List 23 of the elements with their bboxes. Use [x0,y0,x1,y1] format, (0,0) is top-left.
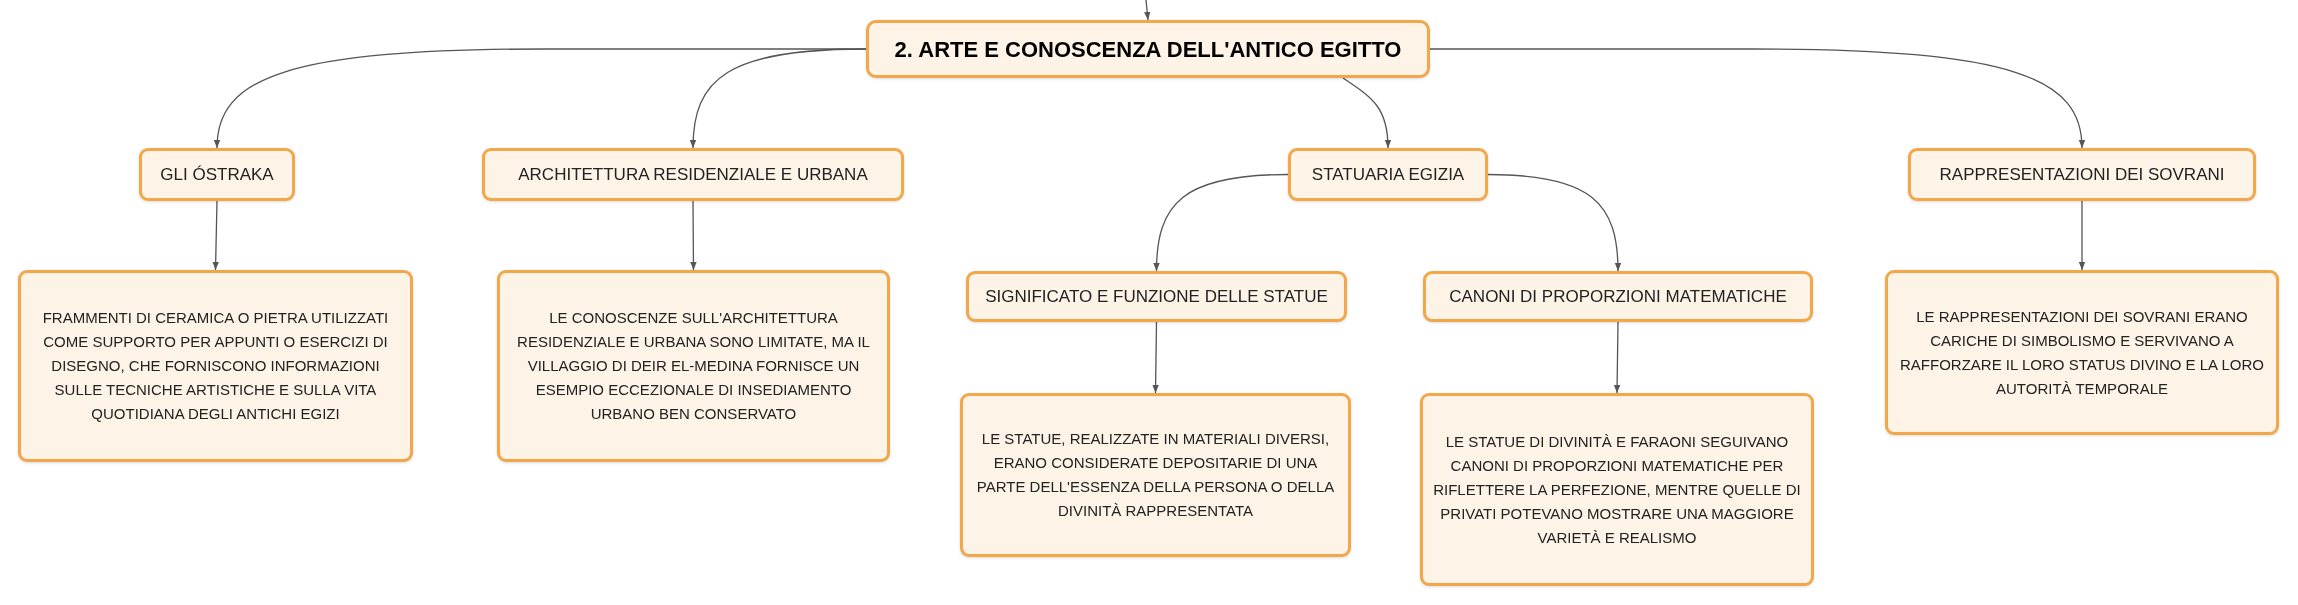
description-box: LE RAPPRESENTAZIONI DEI SOVRANI ERANO CARICHE DI SIMBOLISMO E SERVIVANO A RAFFORZARE IL LORO STATUS DIVINO E LA LORO AUTORITÀ TEMPORALE [1885,270,2279,435]
connector-line [1613,321,1621,394]
connector-line [1487,173,1621,272]
central-topic-box: 2. ARTE E CONOSCENZA DELL'ANTICO EGITTO [866,20,1430,78]
connector-line [1152,321,1159,394]
description-box: LE CONOSCENZE SULL'ARCHITETTURA RESIDENZIALE E URBANA SONO LIMITATE, MA IL VILLAGGIO DI DEIR EL-MEDINA FORNISCE UN ESEMPIO ECCEZIONALE DI INSEDIAMENTO URBANO BEN CONSERVATO [497,270,890,462]
connector-line [1342,77,1391,149]
description-box: FRAMMENTI DI CERAMICA O PIETRA UTILIZZATI COME SUPPORTO PER APPUNTI O ESERCIZI DI DISEGNO, CHE FORNISCONO INFORMAZIONI SULLE TECNICHE ARTISTICHE E SULLA VITA QUOTIDIANA DEGLI ANTICHI EGIZI [18,270,413,462]
topic-box: STATUARIA EGIZIA [1288,148,1488,201]
connector-line [2078,200,2086,271]
topic-box: SIGNIFICATO E FUNZIONE DELLE STATUE [966,271,1347,322]
connector-line [1429,48,2085,149]
description-box: LE STATUE, REALIZZATE IN MATERIALI DIVERSI, ERANO CONSIDERATE DEPOSITARIE DI UNA PARTE DELL'ESSENZA DELLA PERSONA O DELLA DIVINITÀ RAPPRESENTATA [960,393,1351,557]
topic-box: ARCHITETTURA RESIDENZIALE E URBANA [482,148,904,201]
connector-line [1153,173,1289,272]
topic-box: CANONI DI PROPORZIONI MATEMATICHE [1423,271,1813,322]
connector-line [212,200,219,271]
topic-box: GLI ÓSTRAKA [139,148,295,201]
connector-line [690,200,697,271]
connector-line [1144,0,1151,21]
topic-box: RAPPRESENTAZIONI DEI SOVRANI [1908,148,2256,201]
connector-line [690,48,867,149]
description-box: LE STATUE DI DIVINITÀ E FARAONI SEGUIVANO CANONI DI PROPORZIONI MATEMATICHE PER RIFLETTERE LA PERFEZIONE, MENTRE QUELLE DI PRIVATI POTEVANO MOSTRARE UNA MAGGIORE VARIETÀ E REALISMO [1420,393,1814,586]
